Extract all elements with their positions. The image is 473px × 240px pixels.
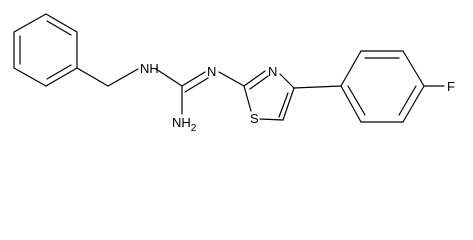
- thiazole-s-label: S: [250, 111, 259, 126]
- thiazole-n-label: N: [268, 64, 277, 79]
- bond: [279, 73, 295, 89]
- bond: [45, 13, 78, 33]
- bond: [293, 85, 342, 89]
- fluorophenyl-ring: [340, 50, 445, 123]
- bond: [402, 50, 425, 87]
- bond-c-to-n-double-second: [184, 77, 209, 93]
- bond-nh-to-c: [155, 68, 183, 87]
- double-bond-inner: [46, 64, 72, 80]
- molecule-structure-diagram: NH N NH2 N S F: [13, 13, 455, 134]
- nh2-subscript: 2: [191, 123, 197, 134]
- thiazole-to-aryl: [293, 85, 342, 89]
- bond: [243, 70, 266, 87]
- thiazole-ring: [243, 70, 295, 121]
- bond: [282, 87, 295, 121]
- bond: [13, 67, 47, 87]
- bond: [340, 50, 362, 87]
- bond: [402, 85, 425, 123]
- guanidine-chain: [76, 67, 245, 115]
- double-bond-inner: [278, 92, 289, 118]
- bond: [45, 67, 78, 87]
- bond: [340, 85, 362, 123]
- bond: [243, 85, 252, 112]
- bond-n-to-thiazole: [218, 71, 245, 87]
- nh2-label: NH2: [172, 115, 197, 134]
- bond-c-to-n-double: [181, 71, 206, 87]
- double-bond-inner: [347, 85, 366, 116]
- double-bond-inner: [46, 20, 72, 36]
- bond: [13, 13, 47, 33]
- imine-n-label: N: [207, 64, 216, 79]
- bond-ring-to-ch2: [76, 67, 109, 87]
- double-bond-inner: [398, 85, 417, 116]
- bond-ch2-to-nh: [107, 68, 139, 87]
- nh-label: NH: [140, 61, 159, 76]
- bond: [259, 118, 284, 121]
- double-bond-inner: [249, 75, 269, 90]
- nh2-main: NH: [172, 115, 191, 130]
- benzyl-phenyl-ring: [13, 13, 78, 87]
- fluorine-label: F: [447, 79, 455, 94]
